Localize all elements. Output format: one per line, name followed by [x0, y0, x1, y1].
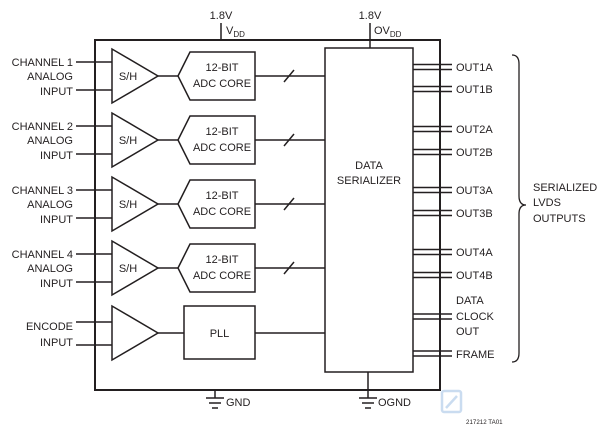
channel-2-sample-hold-amp — [111, 111, 160, 169]
lvds-outputs-brace — [511, 54, 527, 363]
watermark-logo-stroke — [445, 395, 458, 409]
channel-3-adc-core-label-line-1: 12-BIT — [205, 190, 238, 202]
gnd-symbol: GND — [206, 390, 251, 409]
vdd-pin-name: V — [226, 25, 234, 37]
gnd-label: GND — [226, 397, 251, 409]
channel-4-input-label-line-1: CHANNEL 4 — [12, 249, 73, 261]
channel-2-bus-slash — [283, 133, 295, 147]
ognd-symbol: OGND — [359, 372, 411, 409]
out4b-label: OUT4B — [456, 270, 493, 282]
ovdd-pin-subscript: DD — [390, 30, 402, 39]
channel-2-input-label-line-2: ANALOG — [27, 135, 73, 147]
out4a-label: OUT4A — [456, 247, 493, 259]
channel-4-adc-core-label-line-1: 12-BIT — [205, 254, 238, 266]
channel-2-input-label-line-3: INPUT — [40, 150, 73, 162]
channel-2-adc-core — [177, 115, 256, 165]
channel-1-bus-slash — [283, 69, 295, 83]
out3b-label: OUT3B — [456, 208, 493, 220]
channel-2-adc-core-label-line-2: ADC CORE — [193, 142, 251, 154]
data-clock-out-label-line-2: CLOCK — [456, 311, 495, 323]
channel-2-input-label-line-1: CHANNEL 2 — [12, 121, 73, 133]
channel-1-adc-core-label-line-2: ADC CORE — [193, 78, 251, 90]
lvds-outputs-label-line-1: SERIALIZED — [533, 182, 597, 194]
ovdd-supply: 1.8V OVDD — [359, 10, 402, 48]
encode-input: ENCODE INPUT PLL — [26, 304, 325, 362]
figure-id: 217212 TA01 — [466, 419, 503, 426]
channel-3-adc-core — [177, 179, 256, 229]
channel-3-sample-hold-amp — [111, 175, 160, 233]
data-clock-out-label-line-3: OUT — [456, 326, 480, 338]
out2a-pin: OUT2A — [413, 124, 493, 136]
channel-4-bus-slash — [283, 261, 295, 275]
out2b-pin: OUT2B — [413, 147, 493, 159]
channel-4-adc-core-label-line-2: ADC CORE — [193, 270, 251, 282]
vdd-supply-voltage: 1.8V — [210, 10, 233, 22]
vdd-pin-subscript: DD — [233, 30, 245, 39]
ognd-label: OGND — [378, 397, 411, 409]
channel-3-bus-slash — [283, 197, 295, 211]
out1b-pin: OUT1B — [413, 84, 493, 96]
encode-input-label-line-1: ENCODE — [26, 321, 73, 333]
channel-1-adc-core-label-line-1: 12-BIT — [205, 62, 238, 74]
data-clock-out-label-line-1: DATA — [456, 295, 484, 307]
channel-4-sample-hold-amp — [111, 239, 160, 297]
channel-4-adc-core — [177, 243, 256, 293]
channel-3-input-label-line-1: CHANNEL 3 — [12, 185, 73, 197]
frame-pin: FRAME — [413, 349, 495, 361]
out1b-label: OUT1B — [456, 84, 493, 96]
channel-1-input-label-line-2: ANALOG — [27, 71, 73, 83]
channel-1-adc-core — [177, 51, 256, 101]
channel-1-input-label-line-1: CHANNEL 1 — [12, 57, 73, 69]
out3b-pin: OUT3B — [413, 208, 493, 220]
out3a-label: OUT3A — [456, 185, 493, 197]
out2a-label: OUT2A — [456, 124, 493, 136]
data-serializer-block — [324, 47, 414, 373]
channel-3: CHANNEL 3 ANALOG INPUT S/H 12-BIT ADC CO… — [12, 175, 325, 233]
lvds-outputs-label-line-3: OUTPUTS — [533, 213, 586, 225]
channel-4: CHANNEL 4 ANALOG INPUT S/H 12-BIT ADC CO… — [12, 239, 325, 297]
channel-3-sample-hold-label: S/H — [119, 199, 137, 211]
channel-4-sample-hold-label: S/H — [119, 263, 137, 275]
watermark-logo-frame — [440, 389, 463, 414]
channel-4-input-label-line-3: INPUT — [40, 278, 73, 290]
out2b-label: OUT2B — [456, 147, 493, 159]
out4b-pin: OUT4B — [413, 270, 493, 282]
channel-3-adc-core-label-line-2: ADC CORE — [193, 206, 251, 218]
lvds-outputs-label-line-2: LVDS — [533, 197, 561, 209]
chip-outline — [94, 39, 441, 391]
out1a-label: OUT1A — [456, 62, 493, 74]
encode-input-label-line-2: INPUT — [40, 337, 73, 349]
data-serializer: DATA SERIALIZER — [324, 47, 414, 373]
data-clock-out-pin: DATA CLOCK OUT — [413, 295, 495, 338]
ovdd-supply-voltage: 1.8V — [359, 10, 382, 22]
out1a-pin: OUT1A — [413, 62, 493, 74]
channel-2-sample-hold-label: S/H — [119, 135, 137, 147]
pll-label: PLL — [210, 328, 230, 340]
channel-3-input-label-line-3: INPUT — [40, 214, 73, 226]
frame-label: FRAME — [456, 349, 495, 361]
data-serializer-label-line-2: SERIALIZER — [337, 175, 401, 187]
channel-3-input-label-line-2: ANALOG — [27, 199, 73, 211]
vdd-pin-label: VDD — [226, 25, 245, 39]
out4a-pin: OUT4A — [413, 247, 493, 259]
channel-2-adc-core-label-line-1: 12-BIT — [205, 126, 238, 138]
out3a-pin: OUT3A — [413, 185, 493, 197]
ovdd-pin-name: OV — [374, 25, 391, 37]
ovdd-pin-label: OVDD — [374, 25, 402, 39]
data-serializer-label-line-1: DATA — [355, 160, 383, 172]
watermark-logo — [440, 389, 463, 414]
vdd-supply: 1.8V VDD — [210, 10, 245, 40]
encode-buffer-amp — [111, 304, 160, 362]
channel-4-input-label-line-2: ANALOG — [27, 263, 73, 275]
channel-2: CHANNEL 2 ANALOG INPUT S/H 12-BIT ADC CO… — [12, 111, 325, 169]
channel-1-sample-hold-amp — [111, 47, 160, 105]
channel-1-sample-hold-label: S/H — [119, 71, 137, 83]
channel-1: CHANNEL 1 ANALOG INPUT S/H 12-BIT ADC CO… — [12, 47, 325, 105]
channel-1-input-label-line-3: INPUT — [40, 86, 73, 98]
